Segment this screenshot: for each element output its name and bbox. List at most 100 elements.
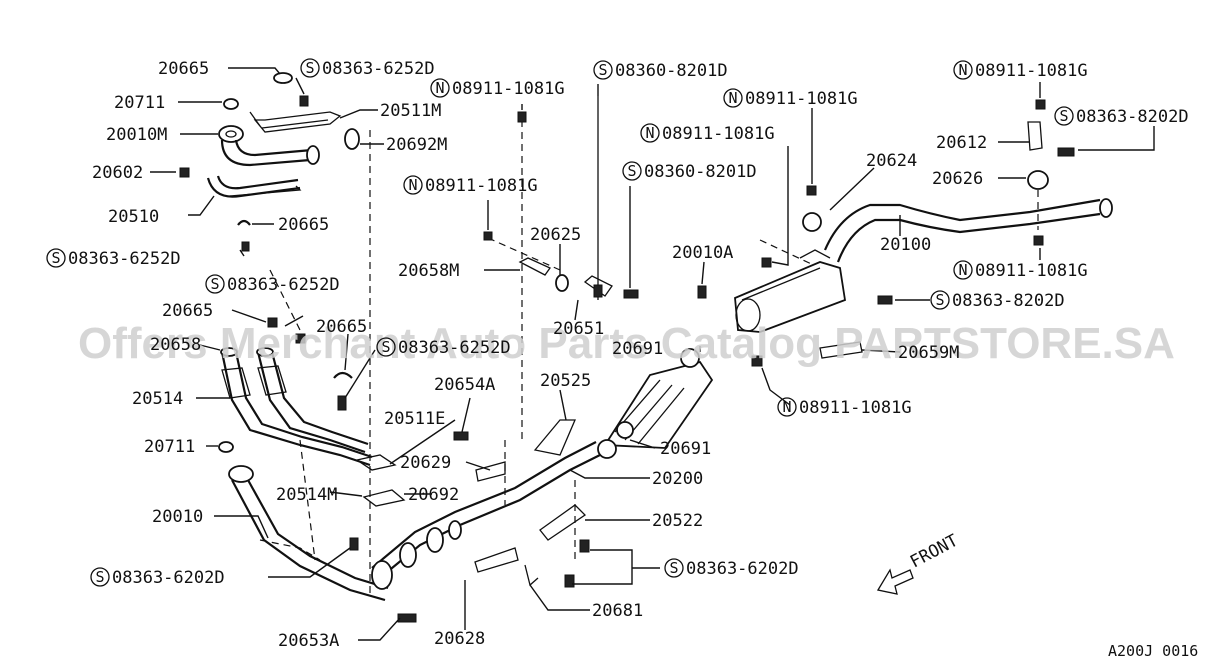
watermark-text: Offers Merchant Auto Parts Catalog PARTS… <box>78 319 1175 368</box>
svg-text:S: S <box>1059 107 1068 125</box>
svg-text:N: N <box>408 176 417 194</box>
svg-text:08911-1081G: 08911-1081G <box>799 398 912 418</box>
svg-text:S: S <box>95 568 104 586</box>
std-label-n4: N 08911-1081G <box>403 175 538 196</box>
svg-text:08363-8202D: 08363-8202D <box>952 291 1065 311</box>
svg-text:08360-8201D: 08360-8201D <box>644 162 757 182</box>
standard-part-labels: S 08363-6252D N 08911-1081G S 08360-8201… <box>46 58 1189 588</box>
label-20522: 20522 <box>652 511 703 531</box>
label-20010A: 20010A <box>672 243 733 263</box>
label-20681: 20681 <box>592 601 643 621</box>
svg-text:08363-6252D: 08363-6252D <box>227 275 340 295</box>
label-20658M: 20658M <box>398 261 459 281</box>
svg-text:08911-1081G: 08911-1081G <box>662 124 775 144</box>
svg-text:08363-6252D: 08363-6252D <box>398 338 511 358</box>
std-label-s3: S 08360-8201D <box>622 161 757 182</box>
rear-hanger-assembly <box>1027 99 1075 246</box>
svg-text:08911-1081G: 08911-1081G <box>425 176 538 196</box>
svg-text:08363-6202D: 08363-6202D <box>112 568 225 588</box>
svg-text:S: S <box>627 162 636 180</box>
main-front-pipe-and-catalyst <box>218 317 763 623</box>
label-20665-right: 20665 <box>316 317 367 337</box>
label-20514M: 20514M <box>276 485 337 505</box>
label-20653A: 20653A <box>278 631 339 651</box>
label-20665-left: 20665 <box>162 301 213 321</box>
svg-text:S: S <box>669 559 678 577</box>
label-20511E: 20511E <box>384 409 445 429</box>
part-labels: 20665 20711 20010M 20602 20510 20511M 20… <box>92 59 987 651</box>
label-20612: 20612 <box>936 133 987 153</box>
label-20625: 20625 <box>530 225 581 245</box>
label-20200: 20200 <box>652 469 703 489</box>
svg-text:08911-1081G: 08911-1081G <box>745 89 858 109</box>
std-label-n6: N 08911-1081G <box>953 260 1088 281</box>
svg-text:08360-8201D: 08360-8201D <box>615 61 728 81</box>
std-label-n7: N 08911-1081G <box>777 397 912 418</box>
leader-lines <box>150 67 1155 641</box>
svg-text:08911-1081G: 08911-1081G <box>975 261 1088 281</box>
std-label-s9: S 08363-6202D <box>90 567 225 588</box>
front-direction-arrow <box>876 568 914 595</box>
label-20651: 20651 <box>553 319 604 339</box>
label-20692: 20692 <box>408 485 459 505</box>
svg-text:S: S <box>935 291 944 309</box>
label-20624: 20624 <box>866 151 917 171</box>
std-label-s8: S 08363-8202D <box>930 290 1065 311</box>
label-20100: 20100 <box>880 235 931 255</box>
std-label-s7: S 08363-8202D <box>1054 106 1189 127</box>
svg-text:08363-6252D: 08363-6252D <box>68 249 181 269</box>
svg-text:N: N <box>435 79 444 97</box>
svg-text:S: S <box>51 249 60 267</box>
svg-text:S: S <box>210 275 219 293</box>
std-label-n2: N 08911-1081G <box>723 88 858 109</box>
svg-text:N: N <box>958 261 967 279</box>
label-20628: 20628 <box>434 629 485 649</box>
label-20658: 20658 <box>150 335 201 355</box>
std-label-s10: S 08363-6202D <box>664 558 799 579</box>
svg-text:N: N <box>782 398 791 416</box>
std-label-n1: N 08911-1081G <box>430 78 565 99</box>
svg-text:S: S <box>381 338 390 356</box>
label-20691-upper: 20691 <box>612 339 663 359</box>
label-20711-top: 20711 <box>114 93 165 113</box>
front-pipe-upper-assembly <box>179 72 360 252</box>
label-20665-mid: 20665 <box>278 215 329 235</box>
label-20510: 20510 <box>108 207 159 227</box>
std-label-s1: S 08363-6252D <box>300 58 435 79</box>
std-label-s4: S 08363-6252D <box>46 248 181 269</box>
front-label: FRONT <box>907 531 962 573</box>
label-20602: 20602 <box>92 163 143 183</box>
diagram-code: A200J 0016 <box>1108 642 1198 660</box>
svg-text:S: S <box>598 61 607 79</box>
label-20525: 20525 <box>540 371 591 391</box>
std-label-n5: N 08911-1081G <box>953 60 1088 81</box>
std-label-s5: S 08363-6252D <box>205 274 340 295</box>
label-20665-top: 20665 <box>158 59 209 79</box>
label-20010: 20010 <box>152 507 203 527</box>
svg-text:08911-1081G: 08911-1081G <box>975 61 1088 81</box>
svg-text:N: N <box>958 61 967 79</box>
svg-text:08363-6202D: 08363-6202D <box>686 559 799 579</box>
label-20629: 20629 <box>400 453 451 473</box>
svg-text:08911-1081G: 08911-1081G <box>452 79 565 99</box>
label-20010M: 20010M <box>106 125 167 145</box>
label-20654A: 20654A <box>434 375 495 395</box>
svg-text:08363-6252D: 08363-6252D <box>322 59 435 79</box>
std-label-s6: S 08363-6252D <box>376 337 511 358</box>
std-label-s2: S 08360-8201D <box>593 60 728 81</box>
label-20511M: 20511M <box>380 101 441 121</box>
dashed-guide-lines <box>259 120 821 595</box>
svg-text:N: N <box>645 124 654 142</box>
std-label-n3: N 08911-1081G <box>640 123 775 144</box>
label-20691: 20691 <box>660 439 711 459</box>
label-20626: 20626 <box>932 169 983 189</box>
label-20711-lower: 20711 <box>144 437 195 457</box>
svg-text:08363-8202D: 08363-8202D <box>1076 107 1189 127</box>
svg-text:S: S <box>305 59 314 77</box>
bracket-and-bolts-center <box>483 96 639 300</box>
label-20659M: 20659M <box>898 343 959 363</box>
label-20514: 20514 <box>132 389 183 409</box>
svg-text:N: N <box>728 89 737 107</box>
